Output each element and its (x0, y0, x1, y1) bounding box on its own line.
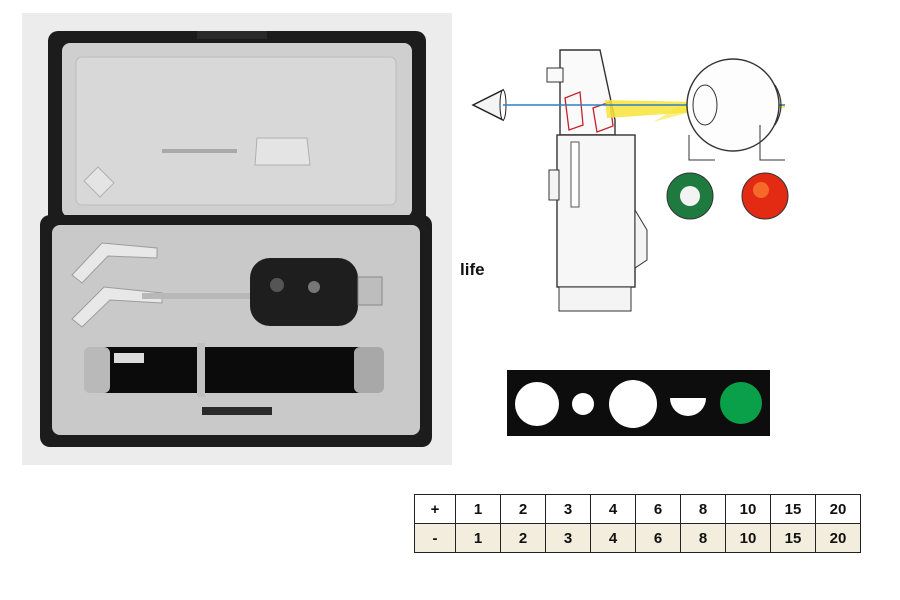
hinge-bottom (202, 407, 272, 415)
ophthalmoscope-case-illustration (40, 31, 432, 447)
head-stem (142, 293, 272, 299)
table-row: + 1 2 3 4 6 8 10 15 20 (414, 494, 861, 524)
table-cell: 2 (500, 523, 546, 553)
head-lens (270, 278, 284, 292)
instrument-knob (546, 67, 564, 83)
side-label: life (460, 260, 485, 279)
table-cell: 10 (725, 523, 771, 553)
handle-ring (197, 343, 205, 397)
aperture-strip (507, 370, 770, 436)
table-cell: 3 (545, 494, 591, 524)
diopter-table: + 1 2 3 4 6 8 10 15 20 - 1 2 3 4 6 8 10 … (414, 494, 861, 553)
table-cell: 15 (770, 523, 816, 553)
table-cell: 1 (455, 494, 501, 524)
green-leader-line (688, 135, 715, 161)
optics-diagram (465, 30, 810, 320)
aperture-large-circle (609, 380, 657, 428)
speculum-upper (71, 242, 158, 284)
table-row: - 1 2 3 4 6 8 10 15 20 (414, 523, 861, 553)
table-cell: 8 (680, 494, 726, 524)
aperture-large-circle (515, 382, 559, 426)
table-cell: 10 (725, 494, 771, 524)
table-cell: + (414, 494, 456, 524)
aperture-small-circle (572, 393, 594, 415)
table-cell: 15 (770, 494, 816, 524)
table-cell: 8 (680, 523, 726, 553)
handle-end-cap (84, 347, 110, 393)
ophthalmoscope-optics-schematic (471, 49, 789, 312)
patient-eye (686, 58, 780, 152)
instrument-handle (556, 134, 636, 288)
table-cell: 4 (590, 523, 636, 553)
table-cell: - (414, 523, 456, 553)
mirror-element (564, 91, 584, 131)
lid-corner-tab (83, 166, 115, 198)
head-connector (357, 276, 383, 306)
battery-handle (84, 347, 384, 393)
ophthalmoscope-head (250, 258, 358, 326)
table-cell: 1 (455, 523, 501, 553)
prism-element (592, 101, 614, 133)
handle-left-tab (548, 169, 560, 201)
green-reflex-center (680, 186, 700, 206)
optic-nerve (774, 84, 782, 126)
table-cell: 20 (815, 523, 861, 553)
table-cell: 6 (635, 523, 681, 553)
speculum-lower (71, 286, 163, 328)
handle-side-grip (634, 208, 648, 269)
red-leader-line (759, 125, 785, 161)
aperture-green-filter (720, 382, 762, 424)
aperture-half-circle (670, 398, 706, 416)
product-photo (22, 13, 452, 465)
lid-tab (254, 137, 311, 166)
table-cell: 2 (500, 494, 546, 524)
lid-slot (162, 149, 237, 153)
table-cell: 3 (545, 523, 591, 553)
table-cell: 4 (590, 494, 636, 524)
handle-base (558, 286, 632, 312)
handle-inner-slot (570, 141, 580, 208)
handle-top-cap (354, 347, 384, 393)
red-reflex-highlight (753, 182, 769, 198)
table-cell: 6 (635, 494, 681, 524)
hinge-top (197, 31, 267, 39)
lid-recess (75, 56, 397, 206)
observer-eye-icon (471, 88, 504, 122)
aperture-strip-shapes (515, 380, 762, 428)
light-beam-fan (653, 102, 691, 122)
eye-lens (692, 84, 718, 126)
head-dial (308, 281, 320, 293)
table-cell: 20 (815, 494, 861, 524)
instrument-head (559, 49, 616, 136)
handle-clip (114, 353, 144, 363)
